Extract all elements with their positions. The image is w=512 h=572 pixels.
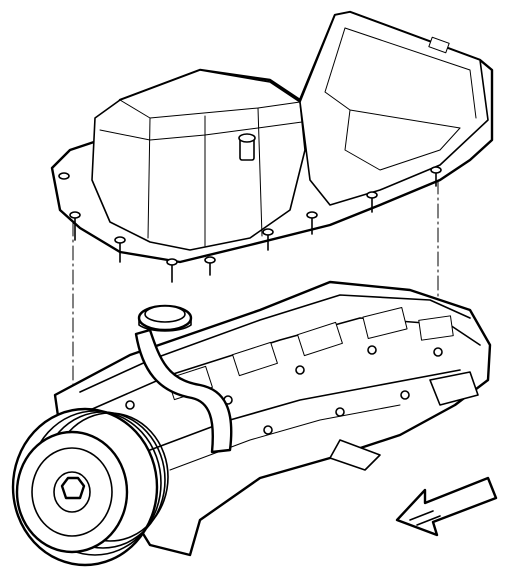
oil-pan — [50, 10, 494, 283]
pan-bolt — [366, 191, 378, 213]
alignment-guide-lines — [72, 179, 439, 393]
shallow-edge — [344, 27, 477, 119]
sump-rib — [99, 121, 303, 141]
oil-pan-shallow-section — [299, 11, 489, 206]
oil-fill-tube-body — [134, 328, 233, 454]
pulley-center-bolt — [60, 476, 86, 500]
pan-bolt — [114, 236, 126, 263]
oil-fill-cap — [137, 304, 193, 332]
sump-facet-3 — [257, 107, 263, 237]
shallow-floor — [324, 27, 461, 129]
pan-bolt — [430, 166, 442, 187]
block-skirt — [149, 369, 461, 451]
pulley-hub-ring — [31, 447, 113, 537]
block-boss — [329, 439, 381, 471]
pan-bolt — [58, 172, 70, 180]
shallow-wall — [344, 109, 461, 171]
pan-bolts — [58, 166, 442, 283]
crankshaft-pulley — [11, 407, 169, 567]
block-skirt-2 — [169, 404, 401, 471]
front-direction-arrow-icon — [395, 476, 498, 537]
drain-plug — [238, 133, 256, 161]
pan-bolt — [262, 228, 274, 251]
pan-bolt — [69, 211, 81, 241]
pan-tab — [428, 36, 450, 54]
block-deck-edge — [79, 294, 471, 393]
pan-bolt — [166, 258, 178, 283]
oil-fill-tube — [134, 304, 233, 454]
pan-bolt — [306, 211, 318, 235]
block-bolt-holes — [125, 345, 443, 435]
pan-bolt — [204, 256, 216, 276]
sump-facet-1 — [147, 117, 151, 239]
block-boss-rear — [429, 371, 479, 406]
sump-edge-top — [119, 99, 301, 119]
engine-block — [53, 280, 492, 557]
